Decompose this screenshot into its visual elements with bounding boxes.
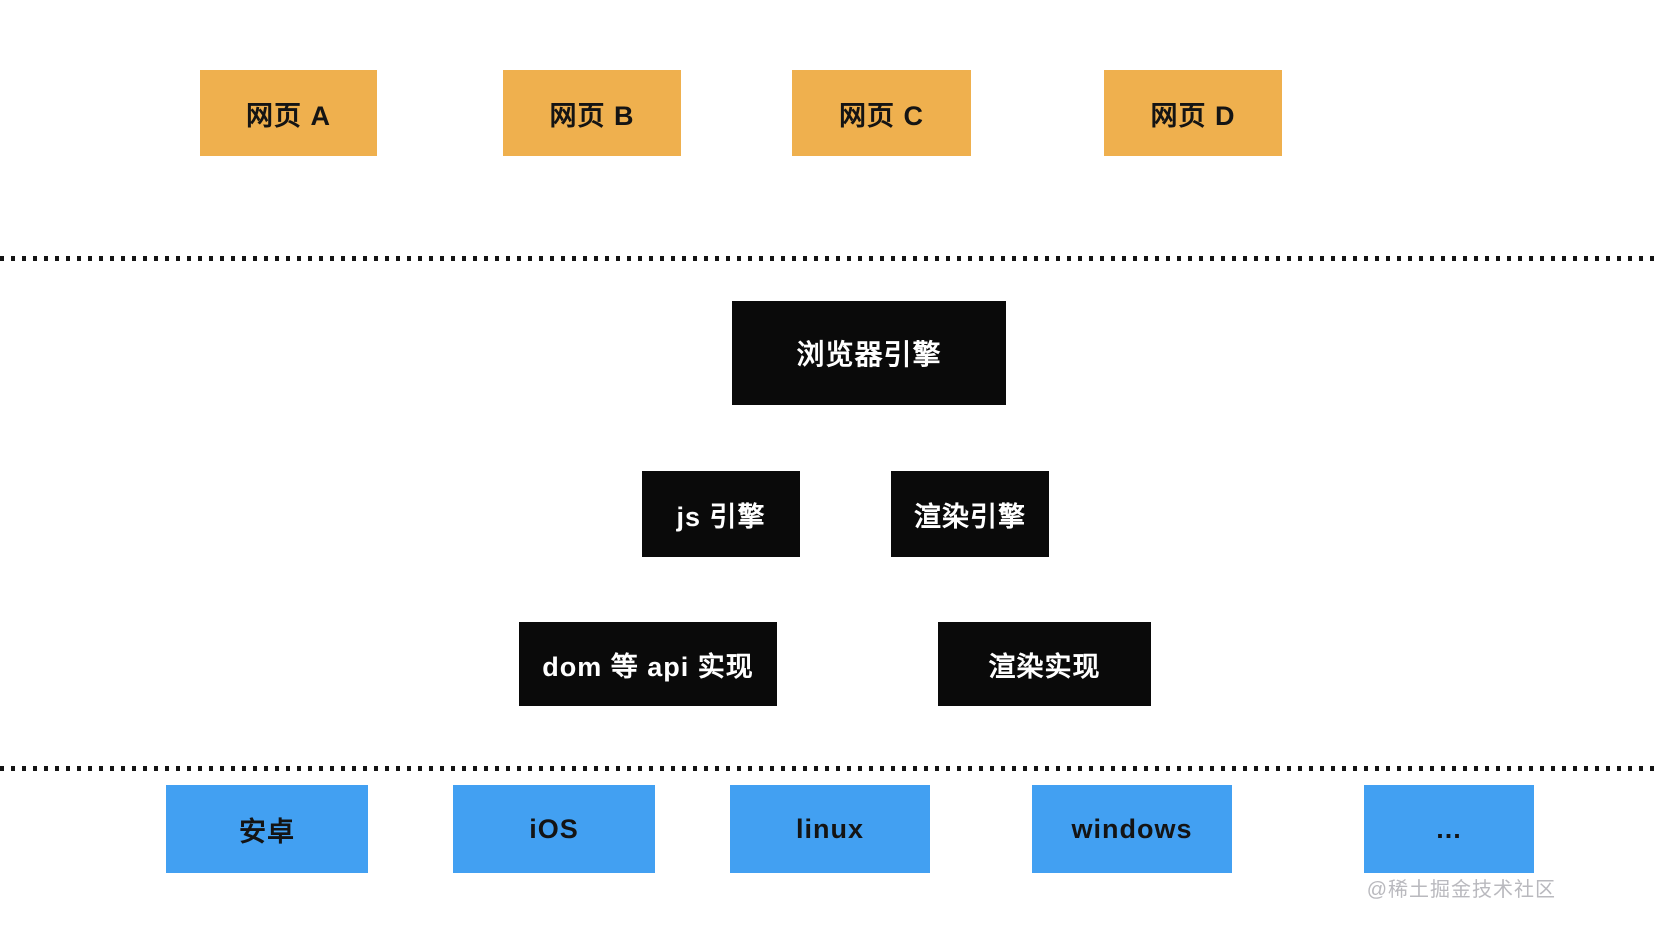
platform-linux-label: linux [795, 813, 864, 844]
platform-more-label: ... [1436, 813, 1462, 844]
dom-api-impl-box: dom 等 api 实现 [519, 622, 777, 706]
platform-ios-box: iOS [453, 785, 655, 873]
platform-android-label: 安卓 [239, 816, 295, 847]
watermark: @稀土掘金技术社区 [1366, 879, 1556, 901]
browser-engine-box: 浏览器引擎 [732, 301, 1006, 405]
webpage-b-box: 网页 B [503, 70, 681, 156]
browser-engine-label: 浏览器引擎 [796, 339, 942, 370]
webpage-a-label: 网页 A [246, 100, 331, 131]
platform-windows-label: windows [1071, 813, 1193, 844]
webpage-d-box: 网页 D [1104, 70, 1282, 156]
webpage-b-label: 网页 B [549, 100, 635, 131]
render-impl-box: 渲染实现 [938, 622, 1151, 706]
js-engine-label: js 引擎 [676, 501, 766, 532]
platform-android-box: 安卓 [166, 785, 368, 873]
platform-windows-box: windows [1032, 785, 1232, 873]
platform-linux-box: linux [730, 785, 930, 873]
webpage-c-label: 网页 C [839, 100, 924, 131]
dotted-separator-bottom [0, 766, 1656, 771]
webpage-c-box: 网页 C [792, 70, 971, 156]
render-engine-box: 渲染引擎 [891, 471, 1049, 557]
platform-more-box: ... [1364, 785, 1534, 873]
dom-api-impl-label: dom 等 api 实现 [542, 651, 754, 682]
webpage-a-box: 网页 A [200, 70, 377, 156]
js-engine-box: js 引擎 [642, 471, 800, 557]
dotted-separator-top [0, 256, 1656, 261]
webpage-d-label: 网页 D [1150, 100, 1236, 131]
render-impl-label: 渲染实现 [988, 651, 1101, 682]
platform-ios-label: iOS [529, 813, 579, 844]
render-engine-label: 渲染引擎 [914, 501, 1026, 532]
